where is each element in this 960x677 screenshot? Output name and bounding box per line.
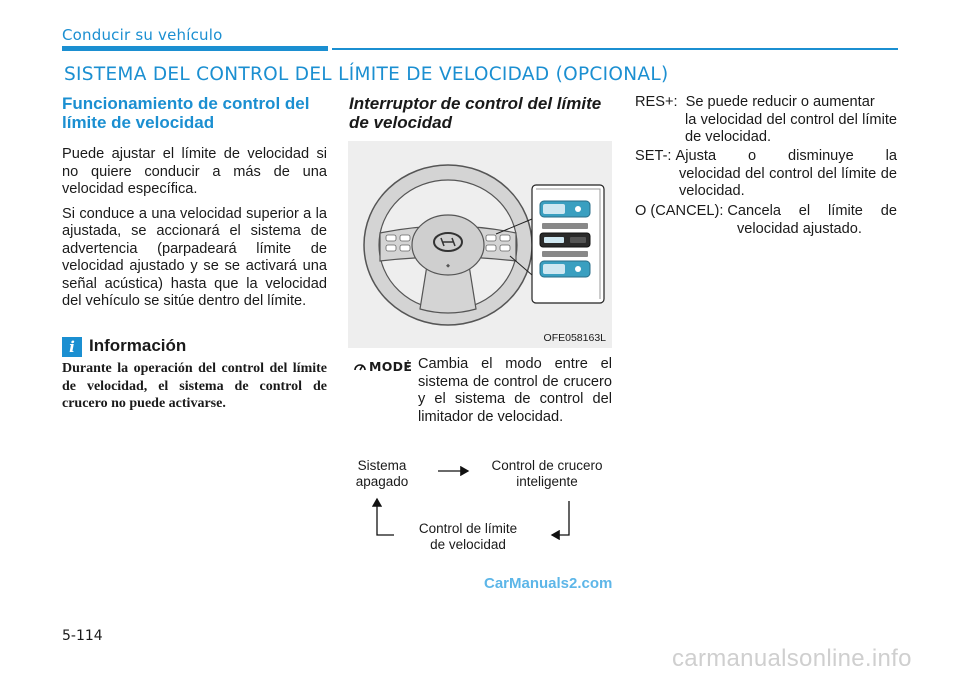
header-rule-thin xyxy=(332,48,898,50)
section-heading: Funcionamiento de control del límite de … xyxy=(62,94,327,132)
res-text-1: Se puede reducir o aumentar xyxy=(685,94,875,110)
watermark-carmanualsonline[interactable]: carmanualsonline.info xyxy=(672,645,912,672)
cruise-line-1: Control de crucero xyxy=(491,458,603,473)
heading-line-2: límite de velocidad xyxy=(62,113,215,132)
limit-line-2: de velocidad xyxy=(430,536,506,552)
steering-wheel-figure: ◆ xyxy=(348,141,612,348)
mode-description: Cambia el modo entre el sistema de contr… xyxy=(418,356,612,425)
mode-button-icon: MODE xyxy=(353,359,412,374)
left-column: Funcionamiento de control del límite de … xyxy=(62,94,327,311)
mode-icon-label: MODE xyxy=(369,359,413,374)
steering-wheel-icon: ◆ xyxy=(363,164,533,326)
steering-wheel-illustration: ◆ xyxy=(363,164,605,326)
cruise-line-2: inteligente xyxy=(516,473,578,489)
diagram-system-off: Sistema apagado xyxy=(340,458,424,489)
diagram-speed-limit: Control de límite de velocidad xyxy=(406,521,530,552)
svg-text:◆: ◆ xyxy=(446,263,450,269)
cancel-label: O (CANCEL): xyxy=(635,203,724,219)
off-line-2: apagado xyxy=(355,473,409,489)
switch-heading-line-2: de velocidad xyxy=(349,113,452,132)
switch-detail-icon xyxy=(531,184,605,304)
switch-heading-line-1: Interruptor de control del límite xyxy=(349,94,602,113)
diagram-arrows xyxy=(371,465,570,541)
mode-colon: : xyxy=(406,356,411,372)
set-text-2: velocidad del control del límite de velo… xyxy=(679,165,897,200)
page-title: SISTEMA DEL CONTROL DEL LÍMITE DE VELOCI… xyxy=(64,64,669,85)
heading-line-1: Funcionamiento de control del xyxy=(62,94,310,113)
limit-line-1: Control de límite xyxy=(418,521,518,536)
figure-caption: OFE058163L xyxy=(543,332,606,344)
section-header: Conducir su vehículo xyxy=(62,26,223,44)
watermark-carmanuals2[interactable]: CarManuals2.com xyxy=(484,575,613,592)
switch-heading: Interruptor de control del límite de vel… xyxy=(349,94,614,132)
diagram-cruise-control: Control de crucero inteligente xyxy=(482,458,612,489)
paragraph-1: Puede ajustar el límite de velocidad si … xyxy=(62,146,327,197)
header-rule-thick xyxy=(62,46,328,51)
mode-cycle-diagram: Sistema apagado Control de crucero intel… xyxy=(340,455,620,560)
res-definition: RES+: Se puede reducir o aumentar la vel… xyxy=(635,94,897,147)
res-label: RES+: xyxy=(635,94,678,110)
cancel-text-2: velocidad ajustado. xyxy=(737,220,862,237)
off-line-1: Sistema xyxy=(357,458,407,473)
res-text-2: la velocidad del control del límite de v… xyxy=(685,111,897,146)
info-text: Durante la operación del control del lím… xyxy=(62,361,327,411)
page-number: 5-114 xyxy=(62,628,103,644)
set-definition: SET-: Ajusta o disminuye la velocidad de… xyxy=(635,148,897,201)
set-text-1: Ajusta o disminuye la xyxy=(675,148,898,164)
paragraph-2: Si conduce a una velocidad superior a la… xyxy=(62,205,327,310)
info-icon: i xyxy=(62,337,82,357)
cancel-text-1: Cancela el límite de xyxy=(727,203,897,219)
set-label: SET-: xyxy=(635,148,672,164)
info-title: Información xyxy=(89,336,187,355)
cancel-definition: O (CANCEL): Cancela el límite de velocid… xyxy=(635,203,897,238)
